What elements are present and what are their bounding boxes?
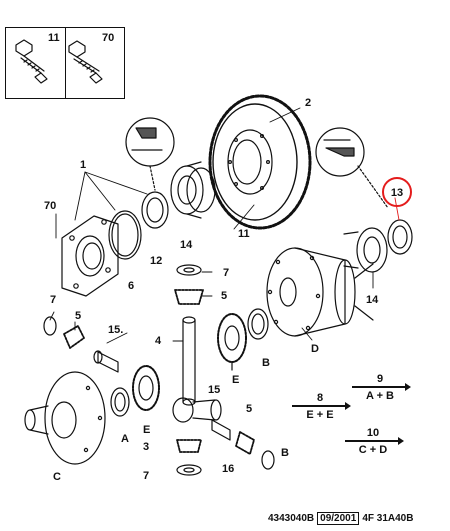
label-7-top: 7 [223,267,230,279]
callout-13-label: 13 [390,187,404,199]
bolt-panel: 11 70 [5,27,125,99]
differential-case-icon [266,247,374,337]
label-c: C [53,471,61,483]
planet-gear-left-icon [43,316,85,349]
label-1: 1 [80,159,87,171]
bolt-70-label: 70 [102,32,115,44]
shim-b-icon [247,308,269,340]
ring-gear-icon [208,94,312,230]
side-gear-upper-icon [217,313,247,371]
label-5-left: 5 [75,310,82,322]
equation-8-expression: E + E [306,409,334,421]
label-12: 12 [150,255,163,267]
housing-flange-icon [61,215,119,297]
planet-gear-top-icon [174,264,204,305]
label-6: 6 [128,280,135,292]
label-14-right: 14 [366,294,379,306]
equation-9-expression: A + B [365,390,394,402]
side-gear-lower-icon [132,365,160,411]
spacer-left-icon [93,350,119,373]
equation-10-expression: C + D [358,444,388,456]
equation-9: 9 A + B [350,373,411,402]
label-d: D [311,343,319,355]
footer-ref: 4F 31A40B [362,513,414,524]
label-b-lower: B [281,447,289,459]
label-5-top: 5 [221,290,228,302]
bearing-upper-icon [170,161,216,219]
equation-8: 8 E + E [290,392,351,421]
o-ring-icon [108,210,142,260]
seal-detail-left-icon [125,117,175,191]
equation-10-number: 10 [366,427,380,439]
seal-detail-right-icon [315,127,389,209]
equation-10-arrow [345,437,404,445]
bolt-11-label: 11 [48,32,60,44]
bolt-11-icon [15,39,48,84]
equation-9-number: 9 [376,373,384,385]
label-e-upper: E [232,374,240,386]
callout-13: 13 [382,177,412,207]
label-b: B [262,357,270,369]
equation-8-arrow [292,402,351,410]
label-16: 16 [222,463,235,475]
label-7-left: 7 [50,294,57,306]
footer-code: 4343040B [268,513,315,524]
seal-13-icon [387,219,413,255]
seal-12-icon [141,191,169,229]
equation-10: 10 C + D [343,427,404,456]
bolt-70-icon [68,40,103,84]
pinion-shaft-icon [182,316,196,406]
label-14-upper: 14 [180,239,193,251]
equation-9-arrow [352,383,411,391]
label-15-right: 15 [208,384,221,396]
label-3: 3 [143,441,150,453]
label-70: 70 [44,200,57,212]
equation-8-number: 8 [316,392,324,404]
bolt-panel-divider [65,28,67,98]
label-a: A [121,433,129,445]
label-e-lower: E [143,424,151,436]
planet-gear-bottom-icon [176,439,202,476]
shim-a-icon [110,387,130,417]
label-5-right: 5 [246,403,253,415]
diff-case-c-icon [24,371,106,465]
label-4: 4 [155,335,162,347]
planet-gear-right-icon [211,419,275,470]
label-7-bottom: 7 [143,470,150,482]
label-2: 2 [305,97,312,109]
label-15-left: 15. [108,324,124,336]
cross-block-icon [172,397,222,423]
bearing-right-icon [343,227,388,273]
label-11: 11 [238,228,250,240]
footer-date: 09/2001 [317,512,360,525]
